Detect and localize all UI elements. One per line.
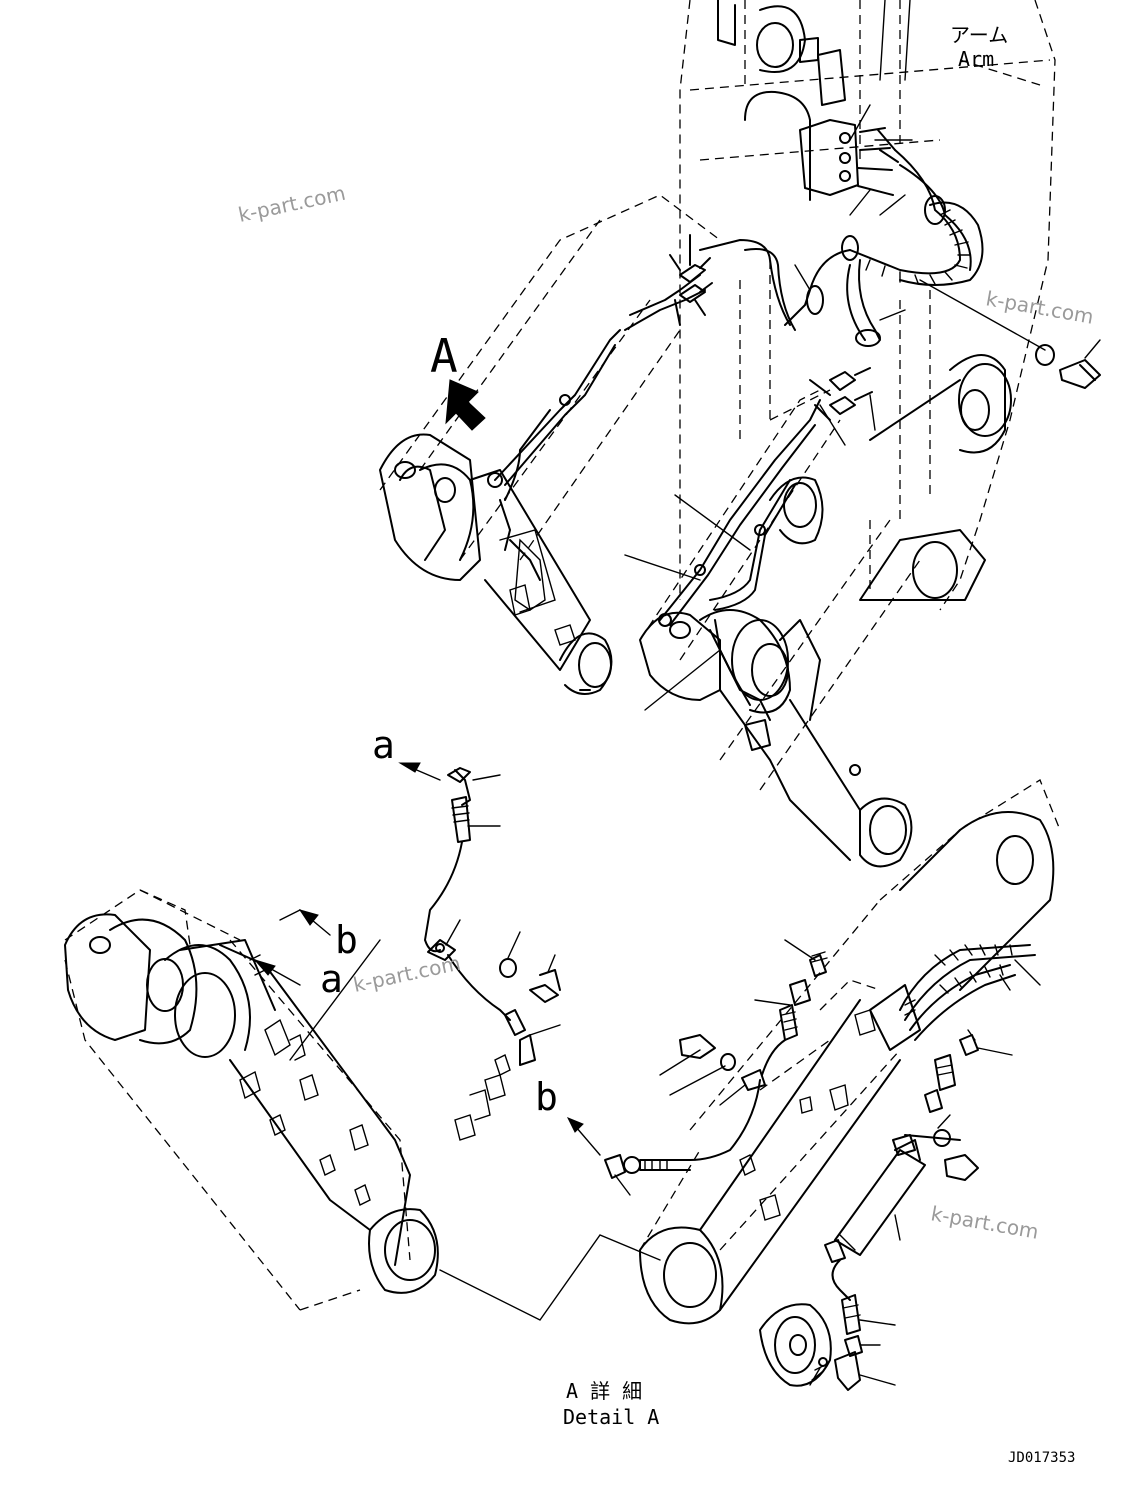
watermark: k-part.com xyxy=(984,286,1095,329)
labels: アーム Arm A a b a b A 詳 細 Detail A JD01735… xyxy=(320,23,1075,1466)
hose-bundle xyxy=(699,149,984,347)
view-arrow-a xyxy=(445,379,486,431)
bolt-upper xyxy=(919,279,1101,389)
label-detail-jp: A 詳 細 xyxy=(566,1379,642,1403)
detail-connection-lines xyxy=(439,1234,661,1321)
piping-right xyxy=(624,104,913,721)
label-ref-b-left: b xyxy=(335,918,358,962)
detail-left-piping xyxy=(398,762,561,1141)
watermark: k-part.com xyxy=(351,951,463,997)
watermarks: k-part.com k-part.com k-part.com k-part.… xyxy=(236,181,1095,1244)
label-arm-jp: アーム xyxy=(950,23,1008,47)
watermark: k-part.com xyxy=(236,181,348,227)
valve-block xyxy=(799,119,899,196)
detail-right-hoses xyxy=(899,944,1041,1041)
arm-outline xyxy=(679,0,1056,611)
boom-cylinder-left xyxy=(379,194,721,695)
detail-right-cylinder xyxy=(639,779,1061,1325)
detail-left-cylinder xyxy=(64,889,439,1311)
label-view-a: A xyxy=(430,329,458,383)
label-detail-en: Detail A xyxy=(563,1405,659,1429)
label-arm-en: Arm xyxy=(958,47,994,71)
label-ref-a-top: a xyxy=(372,723,395,767)
label-ref-b-center: b xyxy=(535,1075,558,1119)
watermark: k-part.com xyxy=(929,1201,1040,1244)
piping-left xyxy=(487,234,713,581)
drawing-number: JD017353 xyxy=(1008,1450,1075,1466)
label-ref-a-left: a xyxy=(320,957,343,1001)
boom-cylinder-right xyxy=(639,389,921,868)
detail-right-fittings xyxy=(566,939,1013,1391)
